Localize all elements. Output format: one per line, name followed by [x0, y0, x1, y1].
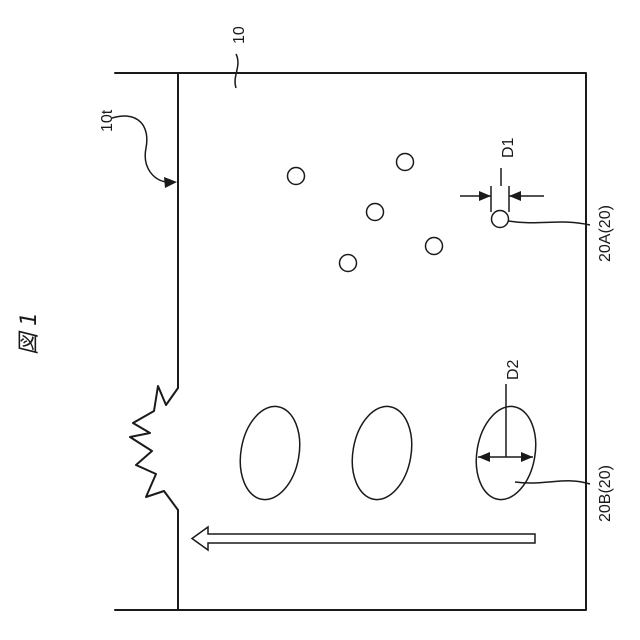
- small-pores-group: [288, 154, 509, 272]
- leader-surface: [112, 116, 166, 182]
- label-surface: 10t: [99, 109, 116, 132]
- small-pore: [340, 255, 357, 272]
- small-pore: [426, 238, 443, 255]
- leader-surface-arrowhead: [164, 177, 177, 188]
- d2-dimension: D2: [478, 359, 533, 462]
- d1-dimension: D1: [460, 137, 544, 212]
- small-pore: [288, 168, 305, 185]
- d1-arrowhead-right: [509, 191, 521, 201]
- label-d1: D1: [500, 137, 517, 158]
- d2-arrowhead-left: [478, 452, 490, 462]
- label-body: 10: [231, 26, 248, 44]
- leader-pores-a: [508, 221, 590, 225]
- figure-title: 図 1: [17, 312, 42, 355]
- label-pores-b: 20B(20): [597, 465, 614, 522]
- large-pore: [345, 402, 418, 505]
- small-pore: [367, 204, 384, 221]
- large-pore: [233, 402, 306, 505]
- small-pore-measured: [492, 211, 509, 228]
- direction-arrow: [192, 527, 535, 550]
- large-pores-group: [233, 402, 542, 505]
- surface-line-with-crack: [130, 73, 178, 610]
- leader-body: [235, 54, 238, 88]
- d2-arrowhead-right: [521, 452, 533, 462]
- label-d2: D2: [505, 359, 522, 380]
- small-pore: [397, 154, 414, 171]
- label-pores-a: 20A(20): [597, 205, 614, 262]
- d1-arrowhead-left: [479, 191, 491, 201]
